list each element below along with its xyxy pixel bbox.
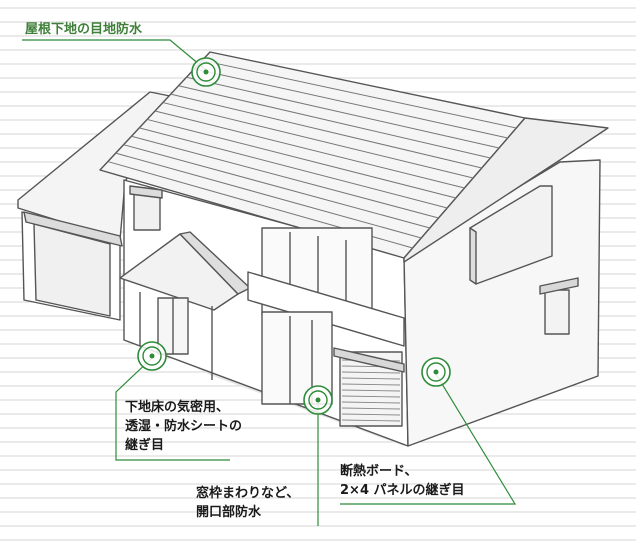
floor-leader bbox=[115, 357, 230, 461]
roof-shingle-line bbox=[186, 76, 500, 149]
roof-marker bbox=[191, 57, 221, 87]
callout-markers bbox=[137, 57, 451, 415]
callout-board-line-2: 2×4 パネルの継ぎ目 bbox=[340, 483, 465, 498]
callout-window-label: 窓枠まわりなど、 開口部防水 bbox=[196, 484, 299, 522]
roof-shingle-line bbox=[154, 110, 465, 189]
floor-marker bbox=[137, 341, 167, 371]
callout-window-line-2: 開口部防水 bbox=[196, 505, 262, 520]
callout-floor-line-1: 下地床の気密用、 bbox=[125, 400, 230, 415]
roof-shingle-line bbox=[123, 144, 431, 229]
callout-board-label: 断熱ボード、 2×4 パネルの継ぎ目 bbox=[340, 462, 465, 500]
roof-shingle-line bbox=[147, 118, 456, 199]
window-marker bbox=[303, 385, 333, 415]
shutter-slat bbox=[341, 419, 401, 422]
roof-leader bbox=[22, 39, 207, 71]
callout-floor-label: 下地床の気密用、 透湿・防水シートの 継ぎ目 bbox=[125, 398, 242, 455]
shutter-slat bbox=[341, 407, 401, 410]
callout-floor-line-3: 継ぎ目 bbox=[125, 438, 165, 453]
callout-roof-label: 屋根下地の目地防水 bbox=[25, 20, 142, 39]
board-leader bbox=[340, 373, 517, 505]
shutter-slat bbox=[341, 395, 401, 398]
roof-shingle-line bbox=[170, 93, 482, 169]
shutter-slat bbox=[341, 413, 401, 416]
house-line-art bbox=[17, 51, 609, 447]
roof-shingle-line bbox=[162, 102, 474, 179]
shutter-slat bbox=[341, 377, 401, 380]
callout-board-line-1: 断熱ボード、 bbox=[340, 464, 418, 479]
shutter-slat bbox=[341, 401, 401, 404]
callout-roof-line-1: 屋根下地の目地防水 bbox=[25, 22, 143, 37]
right-small-window bbox=[544, 289, 570, 335]
callout-floor-line-2: 透湿・防水シートの bbox=[125, 419, 243, 434]
roof-shingle-line bbox=[194, 68, 508, 139]
roof-shingle-line bbox=[131, 135, 439, 219]
shutter-slat bbox=[341, 371, 401, 374]
shutter-slat bbox=[341, 383, 401, 386]
callout-window-line-1: 窓枠まわりなど、 bbox=[196, 486, 300, 501]
roof-shingle-line bbox=[139, 127, 448, 209]
roof-shingle-line bbox=[202, 59, 517, 129]
board-marker bbox=[421, 357, 451, 387]
shutter-slat bbox=[341, 389, 401, 392]
roof-shingle-line bbox=[178, 85, 491, 159]
callout-lines bbox=[22, 39, 517, 526]
balcony-rail bbox=[247, 271, 405, 347]
roof-shingle-line bbox=[115, 152, 422, 239]
roof-gable-right bbox=[403, 117, 609, 263]
